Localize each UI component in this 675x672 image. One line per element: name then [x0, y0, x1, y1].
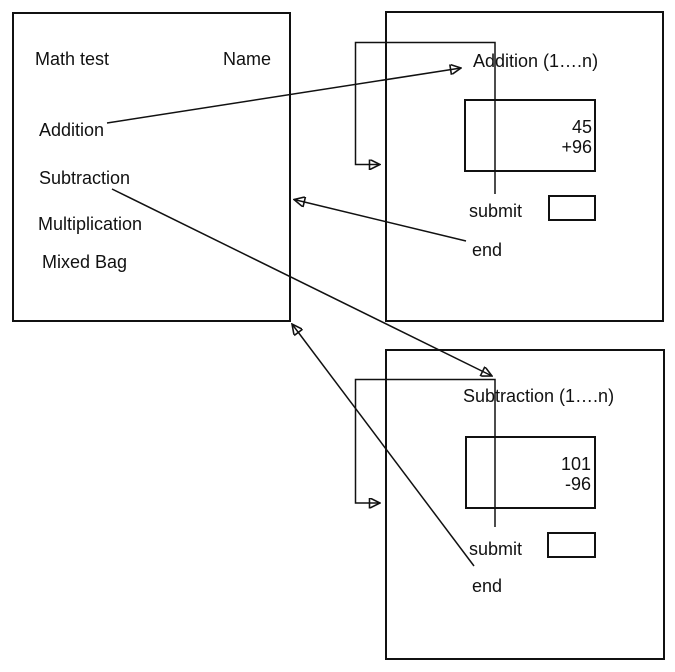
addition-problem-operands: 45 +96	[464, 117, 592, 157]
menu-item-subtraction[interactable]: Subtraction	[39, 168, 131, 188]
menu-item-mixed-bag[interactable]: Mixed Bag	[42, 252, 128, 272]
subtraction-operand-top: 101	[560, 454, 591, 474]
subtraction-operand-bottom: -96	[564, 474, 591, 494]
menu-title: Math test	[35, 49, 110, 69]
addition-operand-top: 45	[571, 117, 592, 137]
subtraction-answer-input-box[interactable]	[547, 532, 596, 558]
addition-screen-title: Addition (1….n)	[473, 51, 599, 71]
subtraction-problem-operands: 101 -96	[465, 454, 591, 494]
addition-end-label[interactable]: end	[472, 240, 503, 260]
menu-item-multiplication[interactable]: Multiplication	[38, 214, 143, 234]
subtraction-submit-label[interactable]: submit	[469, 539, 523, 559]
addition-submit-label[interactable]: submit	[469, 201, 523, 221]
subtraction-screen-title: Subtraction (1….n)	[463, 386, 615, 406]
addition-answer-input-box[interactable]	[548, 195, 596, 221]
menu-item-addition[interactable]: Addition	[39, 120, 105, 140]
subtraction-end-label[interactable]: end	[472, 576, 503, 596]
addition-operand-bottom: +96	[561, 137, 592, 157]
name-label: Name	[223, 49, 272, 69]
